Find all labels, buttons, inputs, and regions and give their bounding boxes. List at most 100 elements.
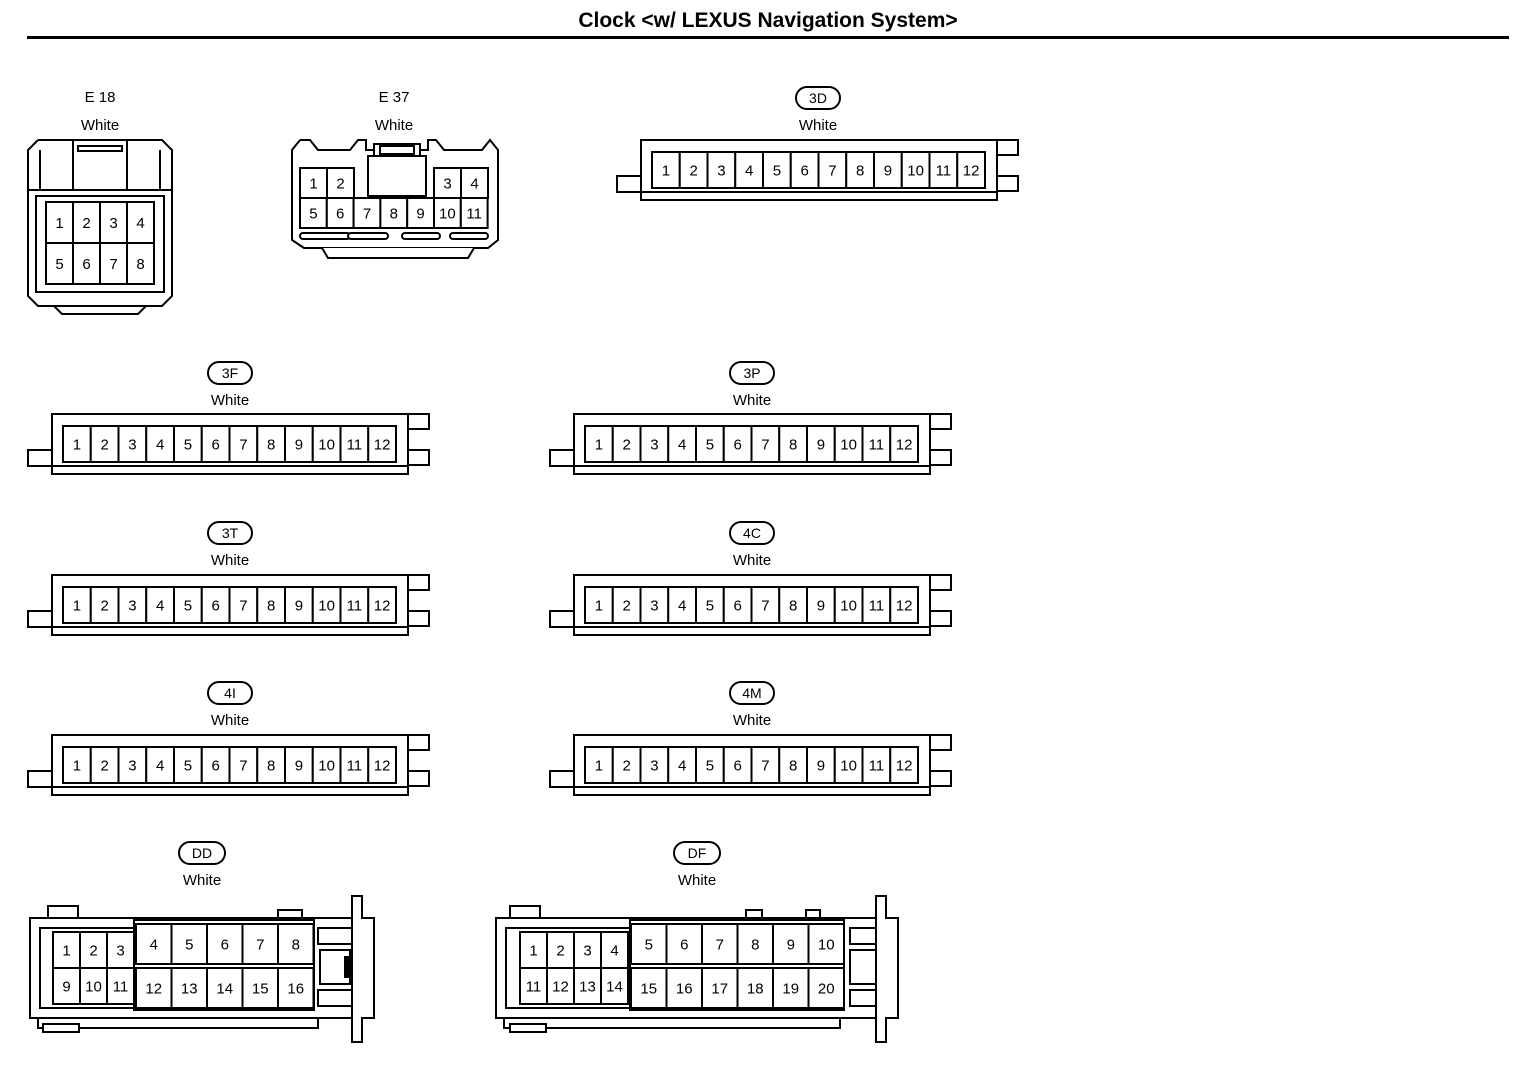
e37-pin-8-label: 8 (390, 206, 398, 223)
c4c-pin-3-cell (639, 586, 670, 624)
e37-pin-9-cell (406, 197, 436, 229)
c3d-pin-2-cell (678, 151, 709, 189)
df-pin-2-cell (546, 931, 575, 969)
c3f-pin-4-label: 4 (156, 437, 164, 454)
dd-pin-9-label: 9 (62, 979, 70, 996)
c4m-pin-3-label: 3 (650, 758, 658, 775)
c3p-color: White (732, 392, 772, 409)
c3t-pin-5-cell (173, 586, 203, 624)
df-pin-4-label: 4 (610, 943, 618, 960)
c4i-pin-10-label: 10 (318, 758, 335, 775)
c4i-pin-4-cell (145, 746, 175, 784)
df-pin-9-cell (772, 923, 810, 965)
e18-pin-3-cell (99, 201, 128, 244)
c3p-pin-4-label: 4 (678, 437, 686, 454)
c3f-tab-left (27, 449, 54, 467)
df-pin-15-cell (630, 967, 668, 1009)
c4c-pin-8-label: 8 (789, 598, 797, 615)
e37-pin-5-label: 5 (309, 206, 317, 223)
dd-bottom-foot (42, 1023, 80, 1033)
e37-key-block (367, 155, 427, 197)
dd-pin-2-cell (79, 931, 108, 969)
c4c-pin-10-label: 10 (840, 598, 857, 615)
c4i-pin-8-label: 8 (267, 758, 275, 775)
c4m-tab-left (549, 770, 576, 788)
df-pin-16-label: 16 (676, 981, 693, 998)
c4m-pin-11-cell (861, 746, 892, 784)
e18-pin-6-cell (72, 242, 101, 285)
c3p-pin-5-cell (695, 425, 725, 463)
df-pin-1-cell (519, 931, 548, 969)
dd-code-badge: DD (178, 841, 226, 865)
df-pin-2-label: 2 (556, 943, 564, 960)
dd-pin-4-label: 4 (150, 937, 158, 954)
c3d-pin-12-label: 12 (963, 163, 980, 180)
c3t-pin-11-label: 11 (347, 598, 363, 615)
e18-pin-4-label: 4 (136, 215, 144, 232)
dd-pin-11-label: 11 (113, 979, 129, 996)
c3t-pin-11-cell (339, 586, 370, 624)
c4c-pin-5-cell (695, 586, 725, 624)
c3d-pin-8-label: 8 (856, 163, 864, 180)
df-color: White (677, 872, 717, 889)
c3p-pin-6-cell (722, 425, 753, 463)
df-bottom-rail (503, 1017, 841, 1029)
c3d-tab-left (616, 175, 643, 193)
c4c-pin-9-cell (806, 586, 836, 624)
c4i-pin-12-cell (367, 746, 397, 784)
c4c-pin-1-label: 1 (595, 598, 603, 615)
c3f-pin-10-label: 10 (318, 437, 335, 454)
c4i-pin-7-cell (228, 746, 259, 784)
df-pin-7-label: 7 (716, 937, 724, 954)
c3f-pin-2-cell (89, 425, 120, 463)
c3t-color: White (210, 552, 250, 569)
c3t-pin-10-label: 10 (318, 598, 335, 615)
e37-bottom-slot (449, 232, 489, 240)
c3d-pin-7-label: 7 (828, 163, 836, 180)
e37-pin-11-label: 11 (466, 206, 482, 223)
c4c-pin-2-label: 2 (622, 598, 630, 615)
c4m-pin-8-cell (778, 746, 808, 784)
e18-latch-slot (77, 145, 123, 152)
c3f-pin-1-label: 1 (73, 437, 81, 454)
df-pin-17-cell (701, 967, 739, 1009)
c4i-code-badge: 4I (207, 681, 253, 705)
c3p-pin-2-label: 2 (622, 437, 630, 454)
dd-pin-12-label: 12 (145, 981, 162, 998)
c3t-pin-1-label: 1 (73, 598, 81, 615)
df-pin-11-label: 11 (526, 979, 542, 996)
c4i-pin-7-label: 7 (239, 758, 247, 775)
c4i-pin-11-cell (339, 746, 370, 784)
c3d-pin-10-label: 10 (907, 163, 924, 180)
df-pin-17-label: 17 (711, 981, 728, 998)
c4c-pin-4-label: 4 (678, 598, 686, 615)
c3p-pin-7-label: 7 (761, 437, 769, 454)
df-pin-20-label: 20 (818, 981, 835, 998)
dd-pin-13-label: 13 (181, 981, 198, 998)
c4m-code-badge: 4M (729, 681, 775, 705)
c3p-pin-3-cell (639, 425, 670, 463)
df-bottom-foot (509, 1023, 547, 1033)
c4m-pin-9-cell (806, 746, 836, 784)
c4i-pin-9-label: 9 (295, 758, 303, 775)
df-pin-16-cell (665, 967, 703, 1009)
dd-pin-6-label: 6 (221, 937, 229, 954)
c4c-tab-left (549, 610, 576, 628)
c3f-pin-8-label: 8 (267, 437, 275, 454)
c3d-pin-4-label: 4 (745, 163, 753, 180)
c3d-pin-7-cell (817, 151, 848, 189)
c3t-pin-8-cell (256, 586, 286, 624)
c4i-pin-9-cell (284, 746, 314, 784)
c4m-pin-6-cell (722, 746, 753, 784)
dd-pin-3-label: 3 (116, 943, 124, 960)
e18-pin-7-cell (99, 242, 128, 285)
c4i-pin-4-label: 4 (156, 758, 164, 775)
c4c-pin-7-label: 7 (761, 598, 769, 615)
c3p-pin-6-label: 6 (733, 437, 741, 454)
c4i-pin-12-label: 12 (374, 758, 391, 775)
